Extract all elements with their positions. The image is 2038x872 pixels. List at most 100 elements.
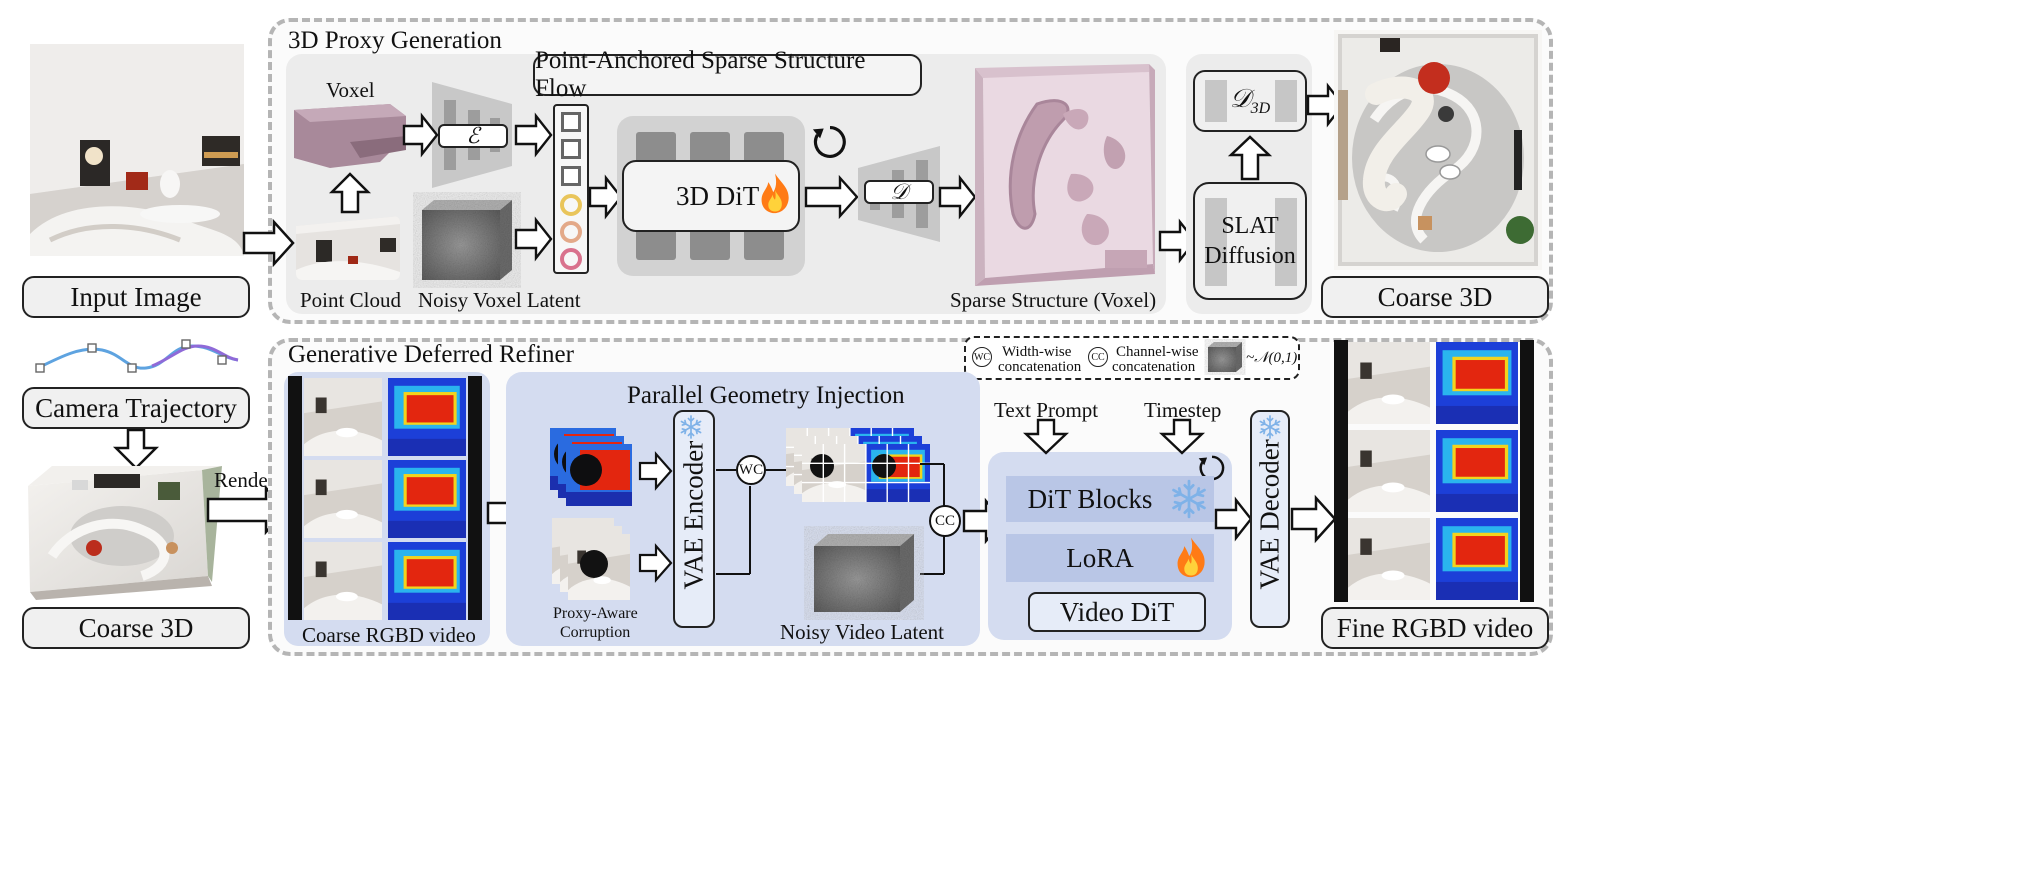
dit-box: 3D DiT: [622, 160, 800, 232]
arrow-slat-to-d3d: [1227, 135, 1273, 181]
legend-noise-text: ~𝒩(0,1): [1246, 350, 1298, 366]
proxy-rgb-frame: [568, 534, 630, 600]
arrow-timestep-down: [1158, 418, 1206, 455]
fine-depth-frame: [1436, 342, 1518, 424]
legend-cc-symbol-text: CC: [1091, 351, 1105, 363]
coarse-depth-frame: [388, 542, 466, 620]
decoder-symbol: 𝒟: [890, 179, 908, 204]
noisy-voxel-latent-label: Noisy Voxel Latent: [418, 288, 581, 312]
coarse-rgb-frame: [304, 460, 382, 538]
legend-wc-symbol-text: WC: [973, 351, 991, 363]
sparse-structure-voxel: [975, 64, 1155, 286]
fine-rgbd-label-box: Fine RGBD video: [1321, 607, 1549, 649]
encoder-symbol: ℰ: [466, 123, 480, 148]
coarse-3d-room-render: [28, 466, 222, 600]
cc-connector-lines: [920, 463, 945, 575]
arrow-decoder-to-sparse: [938, 174, 977, 220]
coarse-3d-bottom-label-box: Coarse 3D: [22, 607, 250, 649]
arrow-rgb-to-encoder: [638, 543, 673, 583]
fine-depth-frame: [1436, 430, 1518, 512]
legend-cc-text-1: Channel-wise: [1116, 344, 1199, 360]
legend-wc-symbol: WC: [972, 347, 992, 367]
point-cloud-thumbnail: [296, 216, 400, 280]
wc-result-frame: [802, 444, 930, 502]
input-image-label-box: Input Image: [22, 276, 250, 318]
proxy-aware-label-2: Corruption: [560, 624, 631, 641]
latent-token-1: [561, 112, 581, 132]
coarse-depth-frame: [388, 378, 466, 456]
fine-rgb-frame: [1348, 518, 1430, 600]
noisy-video-latent-label: Noisy Video Latent: [780, 620, 944, 644]
legend-wc-text-2: concatenation: [998, 359, 1082, 375]
legend-cc-symbol: CC: [1088, 347, 1108, 367]
d3d-bar-1: [1205, 80, 1227, 122]
pgi-title: Parallel Geometry Injection: [627, 382, 905, 409]
coarse-3d-bottom-label: Coarse 3D: [78, 612, 194, 643]
text-prompt-label: Text Prompt: [994, 398, 1099, 422]
coarse-depth-frame: [388, 460, 466, 538]
dit-label: 3D DiT: [676, 180, 760, 211]
noisy-voxel-latent-cube: [422, 200, 512, 280]
d3d-box: 𝒟3D: [1193, 70, 1307, 132]
latent-token-noise-2: [560, 221, 582, 243]
cc-node-text: CC: [934, 512, 955, 529]
lora-fire-icon: [1177, 537, 1205, 578]
decoder-box: 𝒟: [864, 179, 934, 204]
coarse-rgb-frame: [304, 378, 382, 456]
arrow-voxel-to-encoder: [402, 112, 439, 158]
arrow-decoder-to-fine: [1290, 494, 1337, 544]
cycle-icon: [812, 126, 846, 158]
arrow-trajectory-down: [112, 428, 160, 470]
d3d-symbol: 𝒟: [1229, 83, 1251, 113]
arrow-dit-to-decoder: [804, 174, 859, 220]
coarse-3d-top-label: Coarse 3D: [1377, 281, 1493, 312]
latent-token-noise-3: [560, 248, 582, 270]
fine-rgbd-label: Fine RGBD video: [1336, 612, 1534, 643]
fine-rgb-frame: [1348, 342, 1430, 424]
dit-blocks-label: DiT Blocks: [1027, 483, 1153, 514]
point-cloud-label: Point Cloud: [300, 288, 401, 312]
legend-box: [964, 336, 1300, 380]
arrow-dit-to-vae-decoder: [1214, 496, 1253, 542]
coarse-film-left: [288, 376, 302, 620]
slat-bar-2: [1275, 198, 1297, 286]
wc-node-text: WC: [738, 461, 764, 478]
wc-node: WC: [736, 455, 766, 485]
voxel-shape: [294, 104, 406, 168]
encoder-box: ℰ: [438, 123, 508, 148]
camera-trajectory-graphic: [35, 339, 239, 373]
latent-token-2: [561, 139, 581, 159]
voxel-label: Voxel: [326, 78, 375, 102]
coarse-3d-top-label-box: Coarse 3D: [1321, 276, 1549, 318]
deferred-refiner-title: Generative Deferred Refiner: [288, 341, 574, 368]
d3d-bar-2: [1275, 80, 1297, 122]
coarse-rgb-frame: [304, 542, 382, 620]
vae-encoder-box: [673, 410, 715, 628]
arrow-depth-to-encoder: [638, 451, 673, 491]
fine-film-left: [1334, 340, 1348, 602]
arrow-encoder-to-latents: [514, 112, 553, 158]
input-image-thumbnail: [30, 44, 244, 256]
vae-decoder-frozen-icon: [1259, 415, 1281, 439]
vae-encoder-frozen-icon: [680, 415, 702, 439]
fine-depth-frame: [1436, 518, 1518, 600]
latent-token-column: [553, 104, 589, 274]
sparse-structure-label: Sparse Structure (Voxel): [950, 288, 1157, 312]
legend-noise-cube: [1208, 342, 1242, 372]
video-dit-box: Video DiT: [1028, 592, 1206, 632]
video-dit-label: Video DiT: [1059, 596, 1175, 627]
lora-label: LoRA: [1066, 542, 1134, 573]
arrow-noise-to-latents: [514, 216, 553, 262]
proxy-depth-frame: [566, 444, 632, 506]
slat-bar-1: [1205, 198, 1227, 286]
arrow-latents-to-dit: [588, 174, 623, 220]
flow-title: Point-Anchored Sparse Structure Flow: [535, 47, 866, 102]
d3d-subscript: 3D: [1250, 100, 1271, 118]
arrow-input-to-proxy: [242, 218, 295, 268]
slat-label-line2: Diffusion: [1204, 243, 1296, 269]
dit-blocks-frozen-icon: [1172, 479, 1206, 519]
noisy-video-latent-cube: [814, 534, 914, 612]
flow-title-box: Point-Anchored Sparse Structure Flow: [533, 47, 922, 102]
vae-decoder-box: [1250, 410, 1290, 628]
input-image-label: Input Image: [70, 281, 202, 312]
